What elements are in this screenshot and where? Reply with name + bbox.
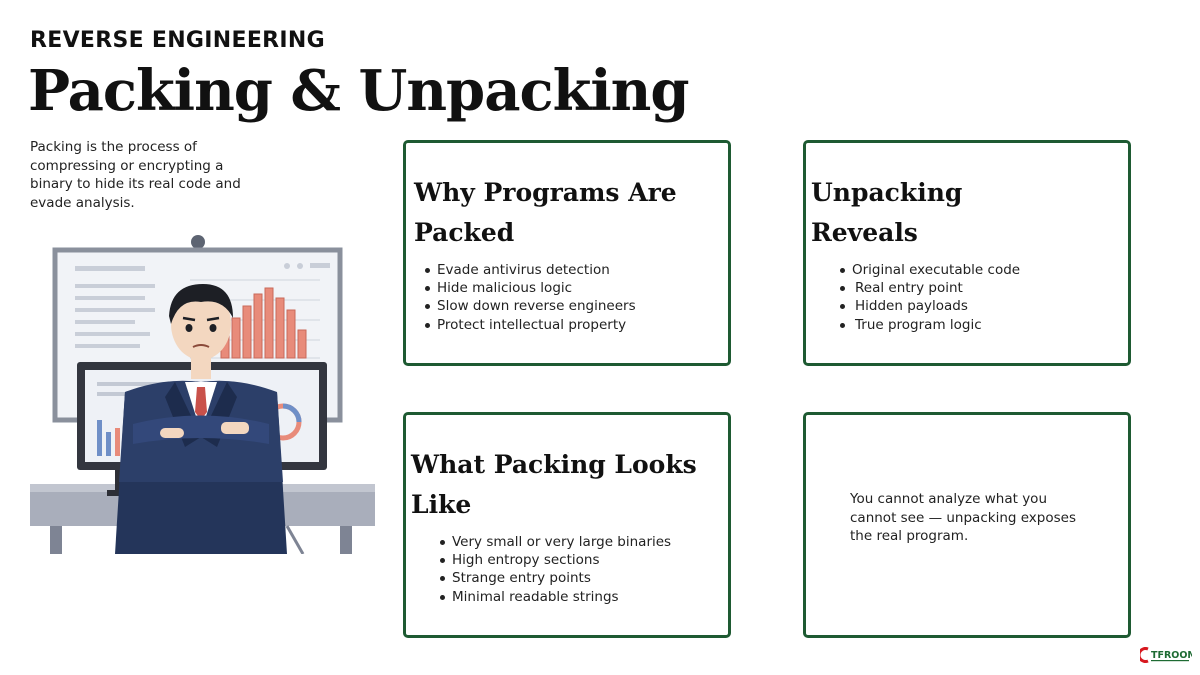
list-item: Very small or very large binaries [439,534,672,550]
reveals-list: Original executable code Real entry poin… [839,261,1021,334]
list-item: Protect intellectual property [425,316,636,334]
analyst-at-monitor-illustration [30,235,375,554]
card-unpacking-reveals: Unpacking Reveals Original executable co… [803,140,1131,366]
card-why-programs-packed: Why Programs Are Packed Evade antivirus … [403,140,731,366]
card-title: What Packing Looks Like [411,450,697,519]
card-title: Why Programs Are Packed [414,178,677,247]
list-item: Original executable code [839,262,1021,278]
list-item: Minimal readable strings [439,588,671,606]
list-item: Real entry point [839,279,1020,297]
list-item: True program logic [839,316,1020,334]
intro-text: Packing is the process of compressing or… [30,139,241,211]
list-item: Evade antivirus detection [425,261,636,279]
section-kicker: REVERSE ENGINEERING [30,28,325,53]
signs-list: Very small or very large binaries High e… [439,533,672,606]
summary-text: You cannot analyze what you cannot see —… [850,491,1076,544]
logo-wordmark: TFROOM [1151,650,1192,661]
card-title: Unpacking Reveals [811,178,963,247]
reasons-list: Evade antivirus detection Hide malicious… [425,261,636,334]
list-item: Slow down reverse engineers [425,298,636,315]
list-item: High entropy sections [439,551,671,569]
ctfroom-logo: TFROOM [1140,647,1192,663]
list-item: Hidden payloads [839,297,1020,315]
list-item: Strange entry points [439,569,671,587]
card-summary-quote: You cannot analyze what you cannot see —… [803,412,1131,638]
list-item: Hide malicious logic [425,279,636,297]
page-title: Packing & Unpacking [28,58,690,124]
card-what-packing-looks-like: What Packing Looks Like Very small or ve… [403,412,731,638]
